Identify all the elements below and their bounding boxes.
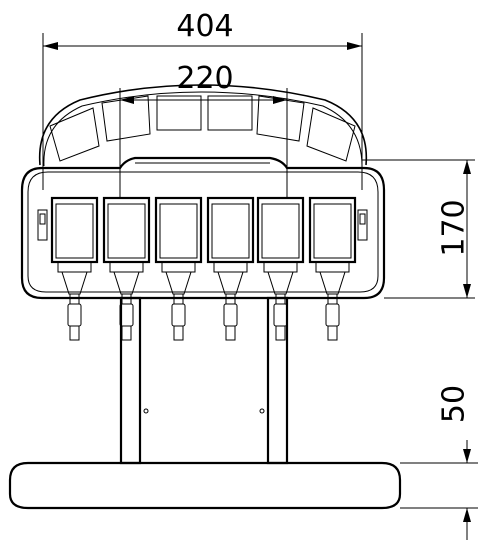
cup-1 (50, 196, 99, 264)
arrow-bottom (463, 508, 471, 522)
arrow-top (463, 449, 471, 463)
body-height-label: 170 (437, 199, 472, 256)
valve-5-tip (275, 325, 286, 341)
arch-outer (38, 84, 368, 166)
bracket-latch-right (359, 213, 366, 225)
cup-6-inner (313, 203, 352, 259)
valve-3-tip (173, 325, 184, 341)
side-bracket-left (37, 209, 48, 241)
cup-1-inner (55, 203, 94, 259)
housing-inner (27, 171, 379, 293)
cup-3 (154, 196, 203, 264)
cup-4-inner (211, 203, 250, 259)
arrow-top (463, 160, 471, 174)
arch-inner (43, 91, 363, 167)
dimension-overall-width: 404 (42, 9, 363, 190)
valve-4-tip (225, 325, 236, 341)
cup-4 (206, 196, 255, 264)
screw-left (143, 408, 149, 414)
arrow-left (43, 42, 58, 50)
valve-4-handle (223, 303, 238, 327)
column-left (119, 296, 142, 465)
main-housing (20, 156, 386, 300)
dispenser-unit-4 (206, 196, 255, 341)
base-outline (8, 461, 402, 510)
arch-panel-2 (101, 95, 151, 142)
cup-5-inner (261, 203, 300, 259)
dispenser-unit-6 (308, 196, 357, 341)
valve-2-tip (121, 325, 132, 341)
cup-2 (102, 196, 151, 264)
arch-panel-6 (306, 107, 356, 162)
cup-3-neck (165, 271, 192, 295)
cup-2-neck (113, 271, 140, 295)
cup-5-collar (263, 261, 298, 273)
valve-1-handle (67, 303, 82, 327)
valve-6-handle (325, 303, 340, 327)
dispenser-units (50, 196, 357, 341)
cup-3-collar (161, 261, 196, 273)
arrow-right (273, 96, 287, 104)
cup-2-collar (109, 261, 144, 273)
dimension-body-height: 170 (437, 160, 472, 298)
valve-5-handle (273, 303, 288, 327)
cup-5-neck (267, 271, 294, 295)
bracket-latch-left (39, 213, 46, 225)
arch-panel-1 (49, 107, 100, 162)
dispenser-unit-3 (154, 196, 203, 341)
cup-1-neck (61, 271, 88, 295)
dispenser-unit-1 (50, 196, 99, 341)
arrow-left (120, 96, 134, 104)
screw-right (259, 408, 265, 414)
cup-5 (256, 196, 305, 264)
arch-panel-5 (256, 95, 305, 142)
cup-6-collar (315, 261, 350, 273)
valve-3-handle (171, 303, 186, 327)
support-columns (119, 296, 289, 465)
cup-6-neck (319, 271, 346, 295)
valve-6-tip (327, 325, 338, 341)
cup-1-collar (57, 261, 92, 273)
dispenser-unit-2 (102, 196, 151, 341)
cup-4-collar (213, 261, 248, 273)
cup-3-inner (159, 203, 198, 259)
dispenser-unit-5 (256, 196, 305, 341)
column-right (266, 296, 289, 465)
arch-panel-4 (207, 95, 253, 131)
arrow-bottom (463, 284, 471, 298)
dimension-base-height: 50 (400, 385, 478, 540)
cup-4-neck (217, 271, 244, 295)
base-plate (8, 461, 402, 510)
inner-width-label: 220 (176, 61, 233, 96)
arch-panel-3 (156, 95, 202, 131)
base-height-label: 50 (437, 385, 472, 423)
cup-2-inner (107, 203, 146, 259)
valve-1-tip (69, 325, 80, 341)
overall-width-label: 404 (176, 9, 233, 44)
arrow-right (347, 42, 362, 50)
cup-6 (308, 196, 357, 264)
housing-outline (20, 156, 386, 300)
side-bracket-right (357, 209, 368, 241)
upper-arch (38, 84, 368, 167)
